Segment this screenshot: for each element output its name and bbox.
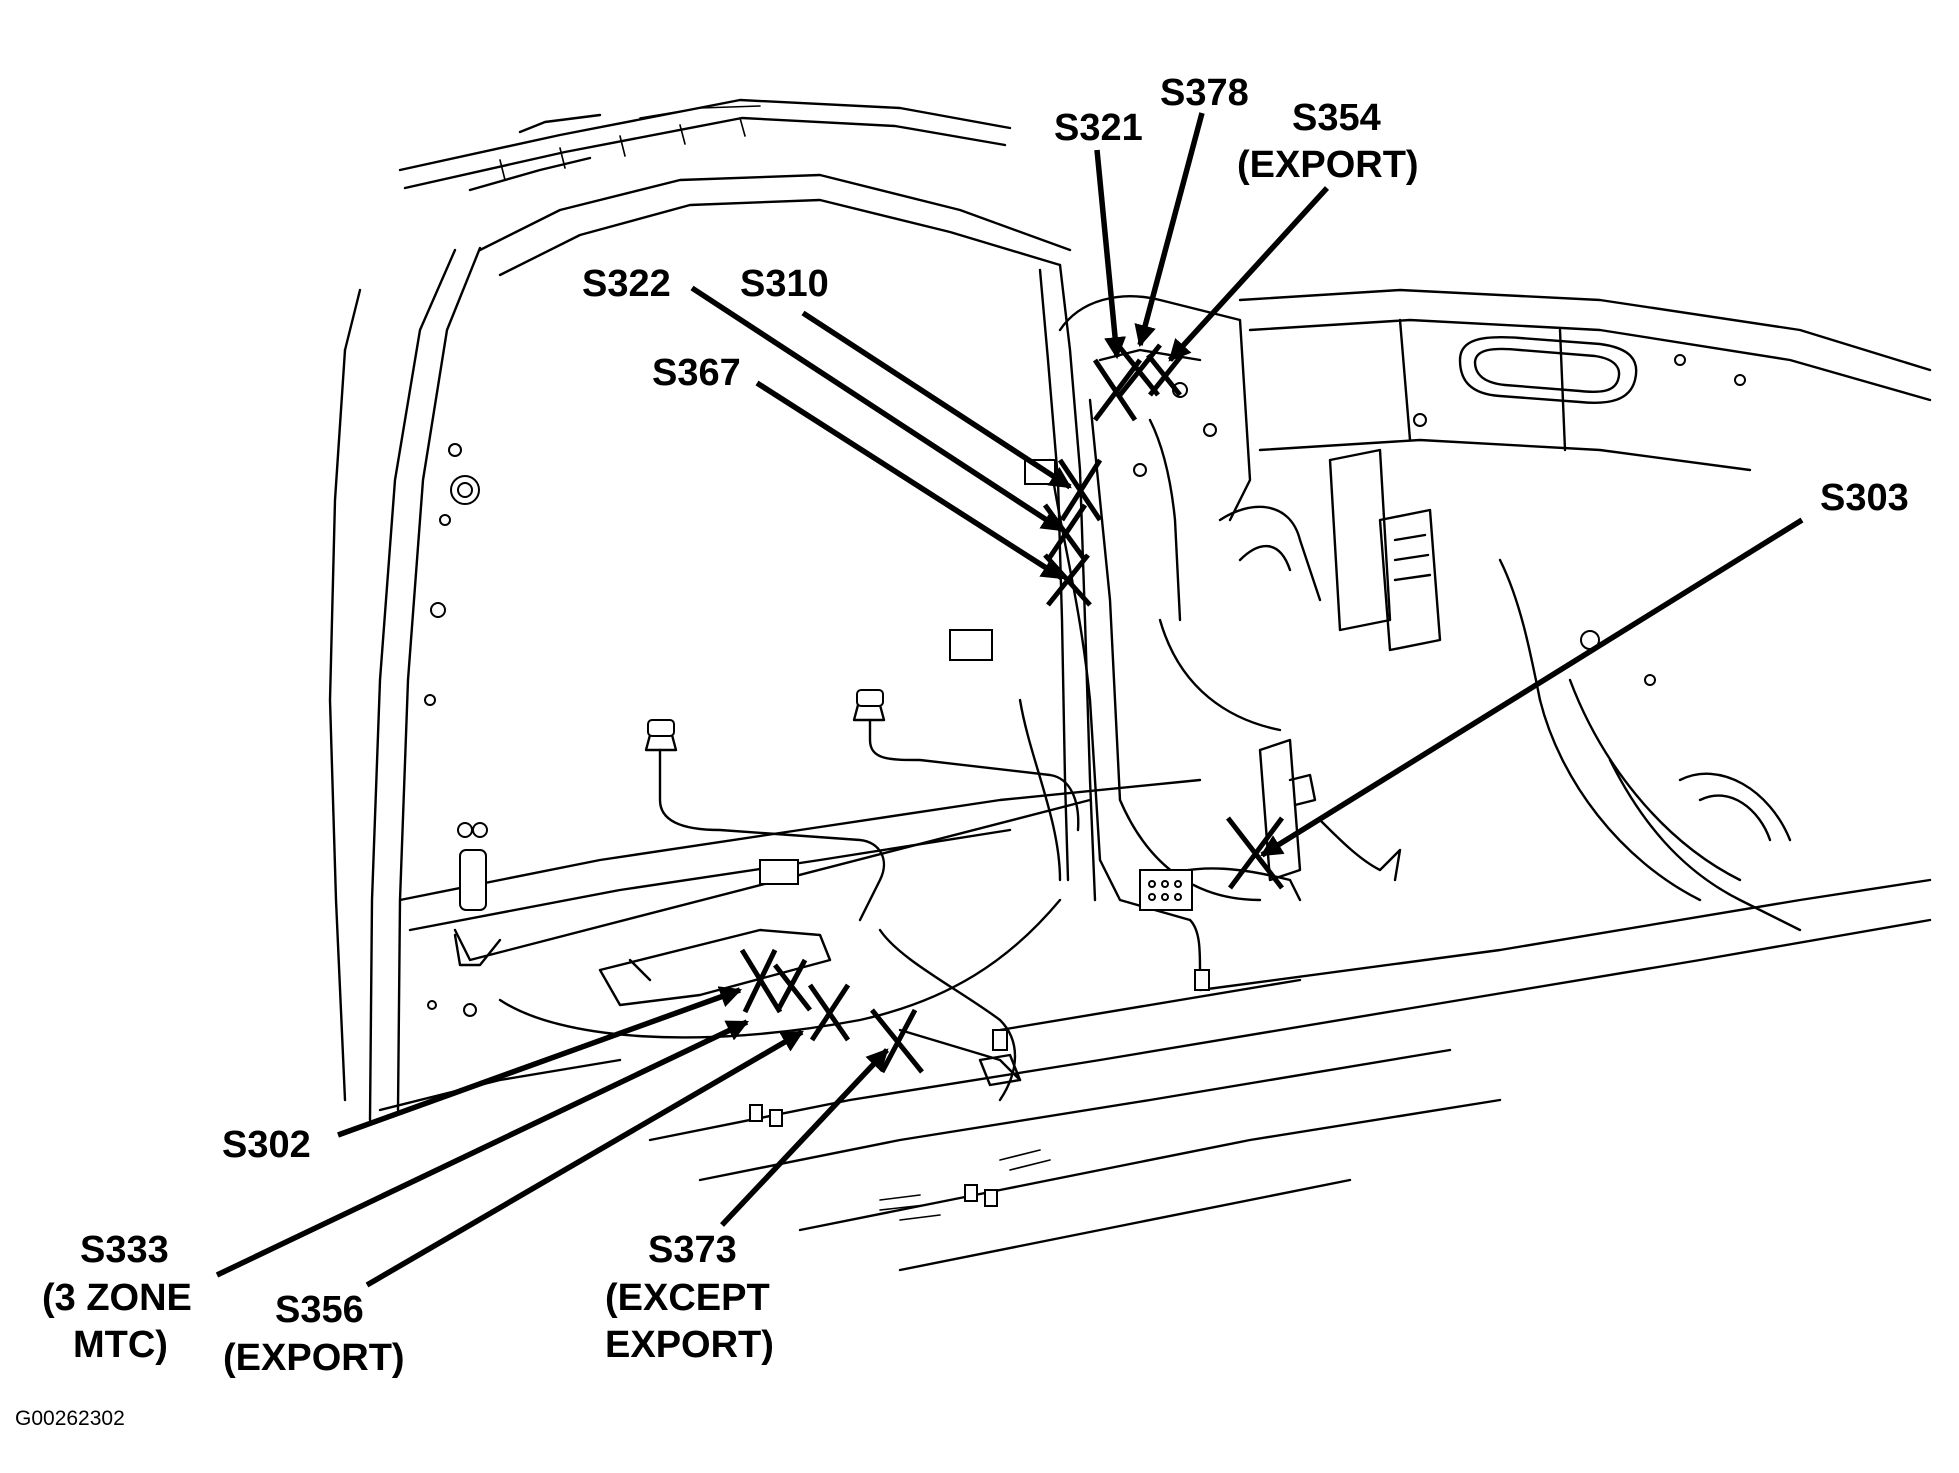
splice-marker-s310: [1057, 458, 1103, 522]
leader-s356: [365, 1029, 804, 1288]
label-s321: S321: [1054, 107, 1143, 149]
label-s378: S378: [1160, 72, 1249, 114]
label-s373-note1: (EXCEPT: [605, 1277, 770, 1319]
splice-marker-s378: [1116, 343, 1162, 397]
label-s302: S302: [222, 1124, 311, 1166]
label-s333-name: S333: [80, 1229, 169, 1271]
splice-markers: [739, 343, 1285, 1074]
leader-s321: [1094, 149, 1127, 360]
leader-s303: [1260, 517, 1804, 858]
splice-marker-s373: [870, 1008, 924, 1074]
label-s333-note2: MTC): [73, 1324, 168, 1366]
figure-code: G00262302: [15, 1407, 125, 1430]
label-s310: S310: [740, 263, 829, 305]
label-s356-name: S356: [275, 1289, 364, 1331]
label-s322: S322: [582, 263, 671, 305]
leader-s354: [1167, 186, 1330, 362]
splice-marker-s302: [739, 948, 783, 1014]
label-s367: S367: [652, 352, 741, 394]
leader-s322: [690, 285, 1064, 533]
leader-s378: [1134, 112, 1205, 348]
splice-marker-s354: [1146, 353, 1184, 397]
leader-s367: [755, 380, 1064, 581]
label-s354-note: (EXPORT): [1237, 144, 1419, 186]
splice-marker-s321: [1092, 358, 1142, 422]
splice-marker-s322: [1042, 503, 1088, 562]
label-s333-note1: (3 ZONE: [42, 1277, 192, 1319]
vehicle-body-drawing: [328, 98, 1932, 1272]
leader-s333: [215, 1019, 749, 1278]
splice-marker-s333: [773, 958, 812, 1012]
leader-arrows: [215, 112, 1804, 1288]
label-s303: S303: [1820, 477, 1909, 519]
leader-s310: [801, 310, 1072, 490]
leader-s373: [719, 1048, 890, 1227]
leader-s302: [337, 986, 743, 1138]
splice-marker-s356: [807, 983, 851, 1042]
label-s354-name: S354: [1292, 97, 1381, 139]
splice-labels: S321 S378 S354 (EXPORT) S322 S310 S367 S…: [15, 72, 1909, 1430]
label-s373-note2: EXPORT): [605, 1324, 774, 1366]
splice-marker-s367: [1043, 553, 1092, 607]
label-s373-name: S373: [648, 1229, 737, 1271]
splice-marker-s303: [1226, 816, 1285, 890]
label-s356-note: (EXPORT): [223, 1337, 405, 1379]
